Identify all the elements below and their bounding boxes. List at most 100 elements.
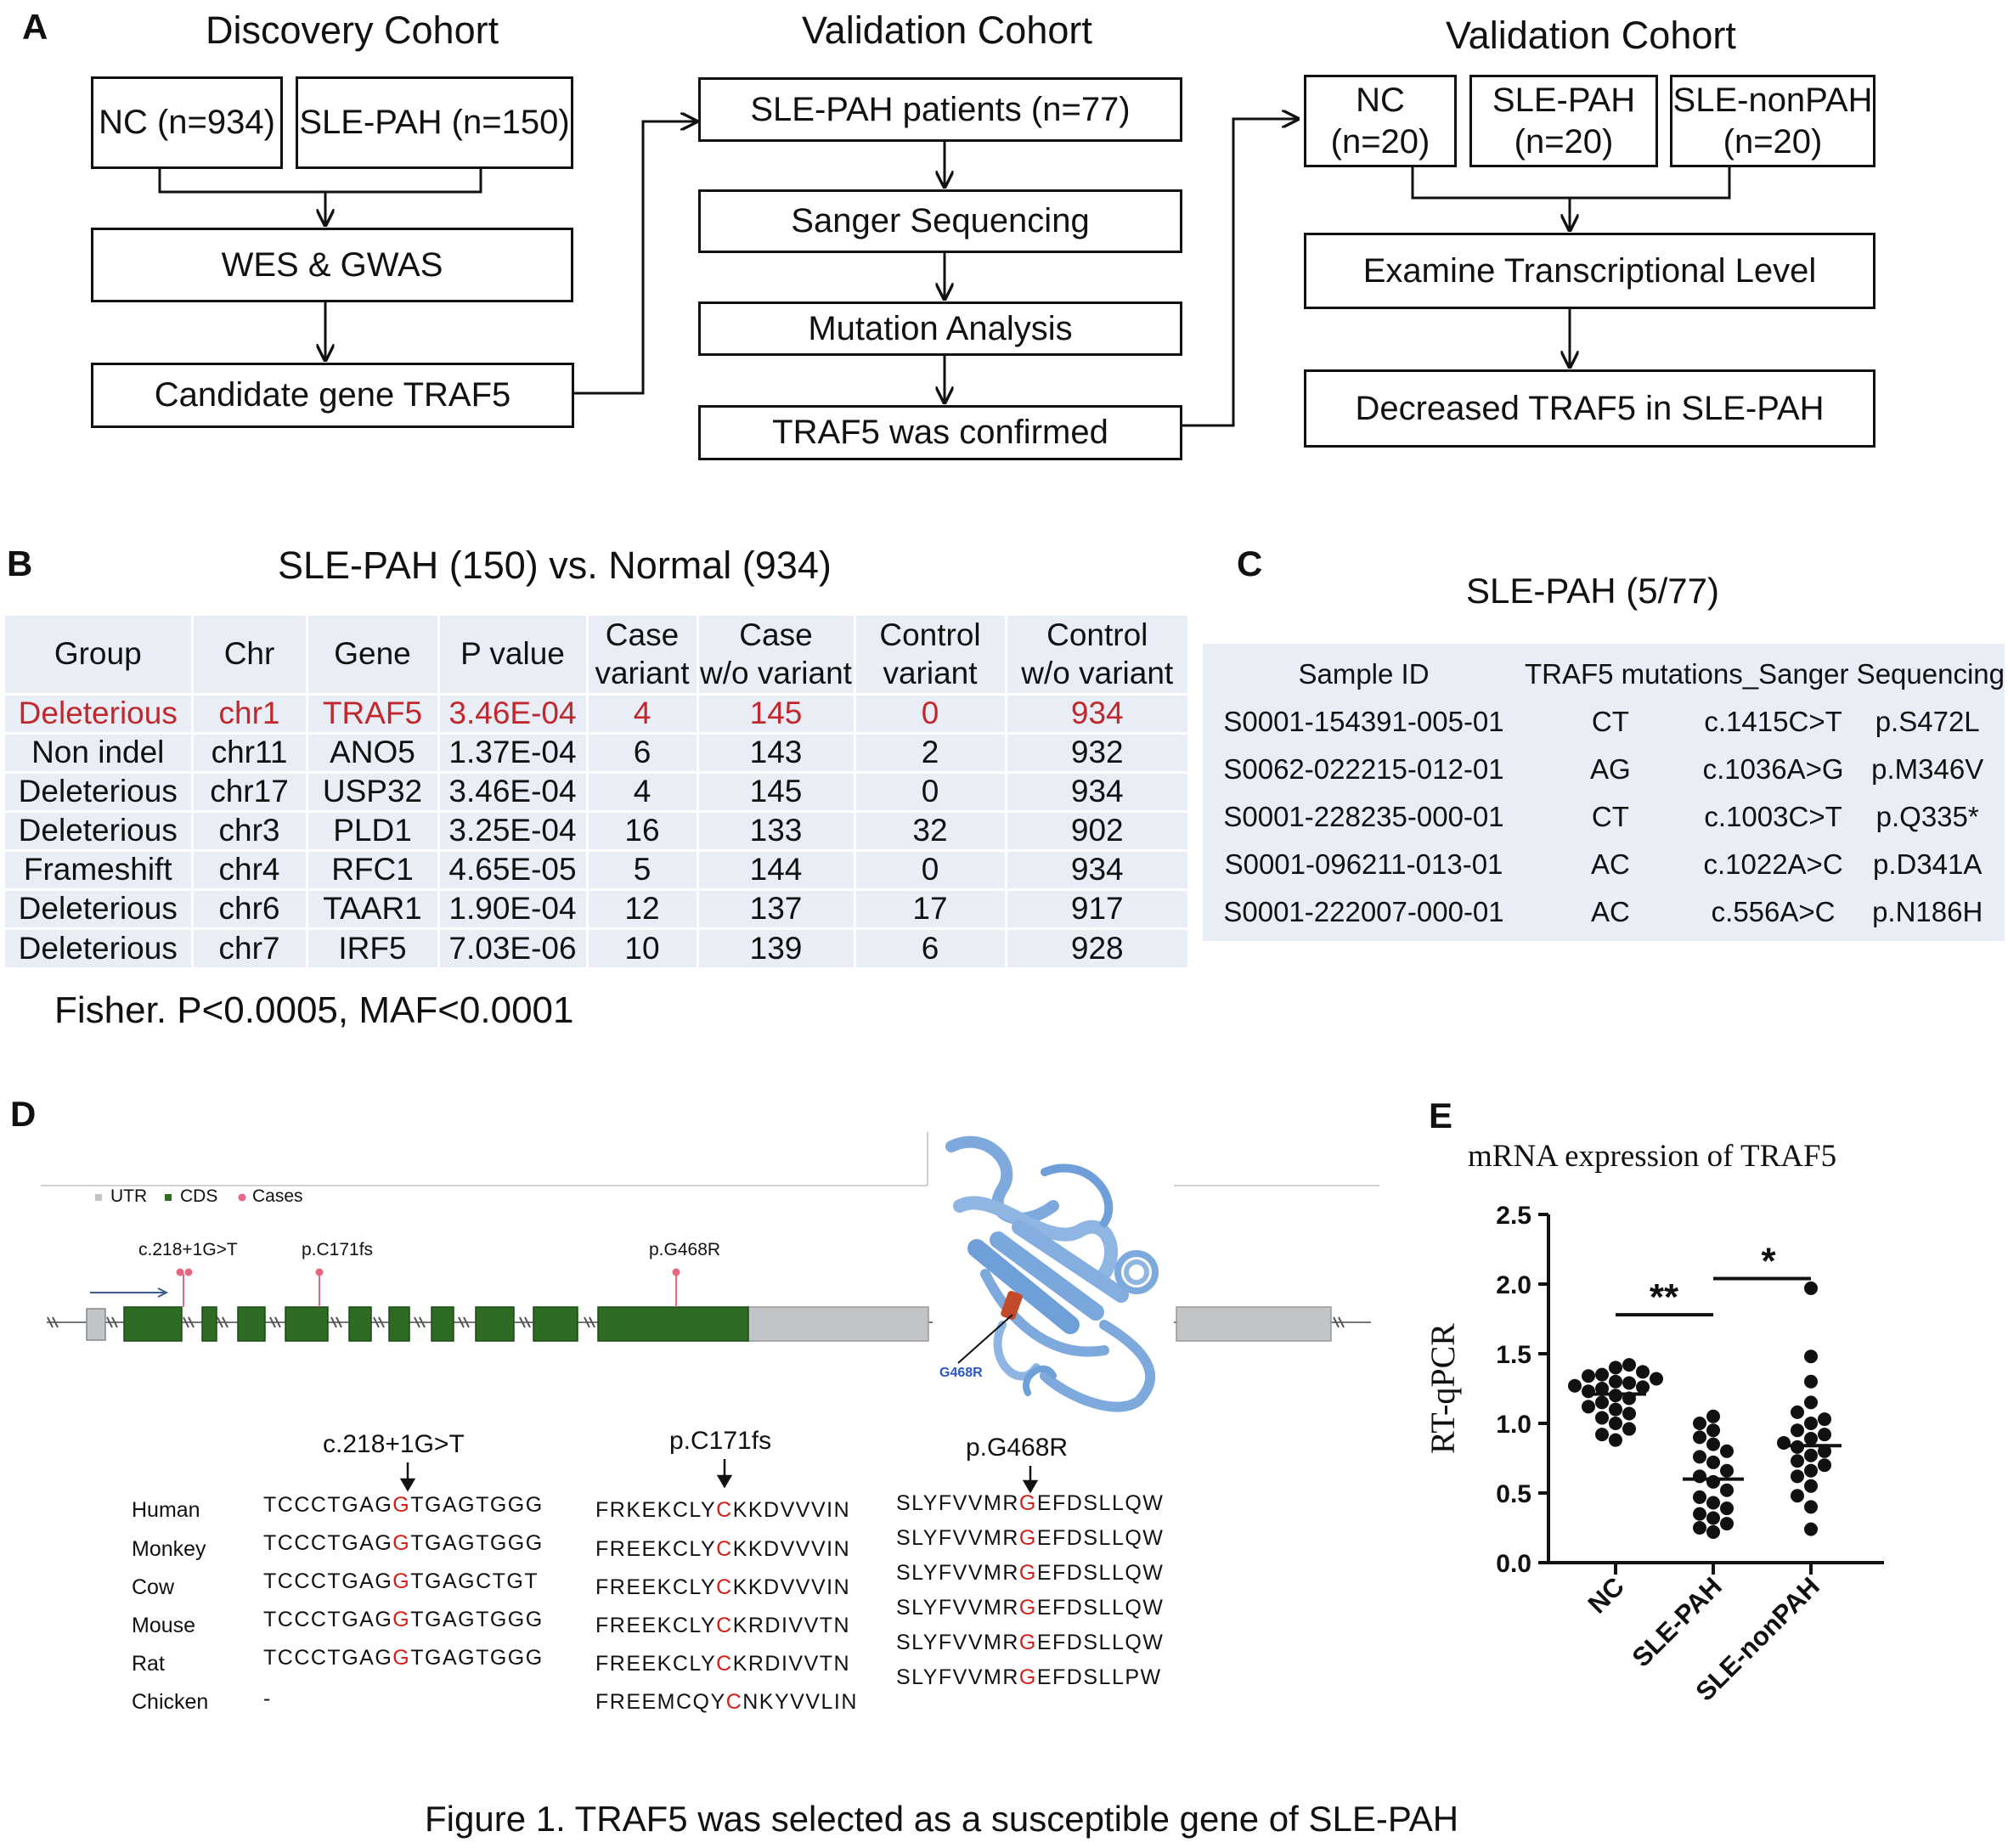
y-tick-label: 1.5 (1496, 1341, 1531, 1369)
header-cell: P value (437, 616, 587, 694)
table-cell: 934 (1004, 772, 1187, 811)
panel-d-label: D (10, 1094, 37, 1134)
data-point (1706, 1455, 1720, 1469)
table-row: S0001-222007-000-01 AC c.556A>C p.N186H (1203, 888, 2005, 936)
table-cell: 3.46E-04 (437, 772, 587, 811)
seq-line: TCCCTGAGGTGAGTGGG (263, 1493, 544, 1517)
gene-label-c171: p.C171fs (302, 1240, 374, 1259)
table-cell: 3.25E-04 (437, 811, 587, 850)
data-point (1693, 1507, 1706, 1521)
y-tick-label: 0.5 (1496, 1480, 1531, 1508)
y-axis-label: RT-qPCR (1424, 1323, 1462, 1454)
seq-line: SLYFVVMRGEFDSLLQW (896, 1596, 1165, 1620)
data-point (1636, 1380, 1650, 1394)
panel-a-label: A (22, 7, 48, 47)
data-point (1595, 1382, 1609, 1395)
data-point (1720, 1444, 1734, 1458)
seq-line: FRKEKCLYCKKDVVVIN (595, 1498, 851, 1522)
table-cell: PLD1 (305, 811, 438, 850)
seq-line: - (263, 1687, 272, 1710)
table-cell: c.556A>C (1711, 896, 1836, 927)
data-point (1804, 1417, 1818, 1430)
data-point (1609, 1417, 1622, 1430)
data-point (1706, 1437, 1720, 1451)
cases-legend-label: Cases (252, 1186, 303, 1206)
data-point (1693, 1430, 1706, 1445)
flowchart-connectors (158, 0, 1731, 427)
seq-line: SLYFVVMRGEFDSLLQW (896, 1491, 1165, 1515)
x-tick-label: SLE-PAH (1627, 1571, 1728, 1672)
exon (597, 1306, 749, 1342)
utr-3prime-tail (1176, 1306, 1332, 1342)
data-point (1804, 1479, 1818, 1493)
table-cell: p.M346V (1871, 753, 1984, 785)
seq-line: FREEKCLYCKKDVVVIN (595, 1575, 851, 1599)
data-point (1609, 1361, 1622, 1375)
table-cell: 6 (853, 928, 1006, 967)
data-point (1818, 1458, 1831, 1473)
data-point (1609, 1389, 1622, 1403)
gene-label-splice: c.218+1G>T (138, 1240, 238, 1259)
exon (123, 1306, 183, 1342)
table-cell: 5 (585, 850, 697, 889)
table-cell: 4.65E-05 (437, 850, 587, 889)
utr-3prime (747, 1306, 929, 1342)
y-tick-label: 2.5 (1496, 1202, 1531, 1230)
table-cell: Deleterious (18, 774, 178, 808)
species-chicken: Chicken (132, 1690, 209, 1714)
data-point (1791, 1440, 1804, 1454)
cases-legend-swatch (238, 1193, 246, 1202)
table-cell: 0 (853, 850, 1006, 889)
data-point (1804, 1374, 1818, 1389)
table-cell: AC (1590, 896, 1630, 927)
table-cell: c.1022A>C (1703, 848, 1843, 880)
align-title-c171: p.C171fs (669, 1427, 772, 1455)
data-point (1622, 1376, 1636, 1390)
data-point (1804, 1349, 1818, 1364)
box-sle-nonpah-20: SLE-nonPAH (n=20) (1670, 75, 1875, 167)
data-point (1818, 1412, 1831, 1427)
exon (475, 1306, 515, 1342)
seq-line: FREEKCLYCKKDVVVIN (595, 1537, 851, 1561)
table-cell: 10 (585, 928, 697, 967)
table-cell: 144 (696, 850, 855, 889)
data-point (1693, 1490, 1706, 1504)
table-row: Deleterious chr17 USP32 3.46E-04 4 145 0… (5, 772, 1187, 811)
data-point (1818, 1444, 1831, 1458)
header-mutations: TRAF5 mutations_Sanger Sequencing (1525, 658, 2005, 690)
table-cell: S0001-222007-000-01 (1223, 896, 1504, 927)
align-title-splice: c.218+1G>T (323, 1430, 465, 1458)
box-sle-pah-patients: SLE-PAH patients (n=77) (698, 77, 1182, 142)
structure-g468r-label: G468R (939, 1366, 983, 1380)
significance-label: ** (1650, 1276, 1679, 1318)
species-human: Human (132, 1498, 200, 1522)
data-point (1595, 1428, 1609, 1442)
cds-legend-swatch (165, 1194, 172, 1201)
seq-line: TCCCTGAGGTGAGTGGG (263, 1531, 544, 1555)
sanger-header: Sample ID TRAF5 mutations_Sanger Sequenc… (1203, 651, 2005, 698)
data-point (1791, 1489, 1804, 1503)
table-cell: USP32 (305, 772, 438, 811)
header-cell: Chr (190, 616, 307, 694)
data-point (1791, 1469, 1804, 1484)
box-traf5-confirmed: TRAF5 was confirmed (698, 405, 1182, 460)
panel-e-label: E (1429, 1096, 1453, 1135)
table-cell: 4 (585, 772, 697, 811)
data-point (1720, 1483, 1734, 1497)
table-cell: 12 (585, 889, 697, 928)
y-tick-label: 0.0 (1496, 1550, 1531, 1578)
data-point (1622, 1422, 1636, 1436)
data-point (1622, 1358, 1636, 1372)
table-cell: CT (1591, 801, 1629, 832)
table-cell: 934 (1004, 694, 1187, 733)
data-point (1636, 1365, 1650, 1379)
data-point (1706, 1511, 1720, 1525)
table-cell: S0001-154391-005-01 (1223, 706, 1504, 737)
table-row: S0001-228235-000-01 CT c.1003C>T p.Q335* (1203, 793, 2005, 841)
data-point (1609, 1433, 1622, 1447)
seq-line: SLYFVVMRGEFDSLLQW (896, 1631, 1165, 1654)
panel-c-title: SLE-PAH (5/77) (1466, 571, 1719, 611)
data-point (1595, 1367, 1609, 1382)
species-cow: Cow (132, 1575, 175, 1599)
table-cell: c.1036A>G (1702, 753, 1844, 785)
